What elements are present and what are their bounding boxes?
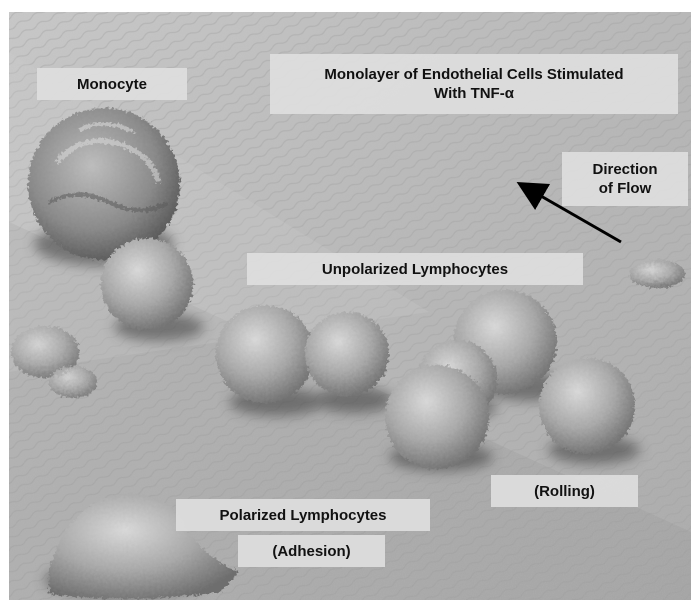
direction-label-line1: Direction [592,161,658,178]
surface-cell-fragment [629,260,685,288]
polarized-lymphocytes-label: Polarized Lymphocytes [176,499,430,531]
lymphocyte-cell [101,238,193,330]
rolling-label-text: (Rolling) [534,482,595,500]
lymphocyte-cell [385,365,489,469]
monocyte-cell [28,108,180,260]
adhesion-label: (Adhesion) [238,535,385,567]
surface-cell-fragment [11,326,79,378]
lymphocyte-cell [305,312,389,396]
surface-cell-fragment [49,366,97,398]
rolling-label: (Rolling) [491,475,638,507]
direction-of-flow-label: Direction of Flow [562,152,688,206]
monocyte-label-text: Monocyte [76,75,147,93]
monolayer-label-line2: With TNF-α [434,85,514,102]
lymphocyte-cells [101,238,635,469]
monolayer-label-line1: Monolayer of Endothelial Cells Stimulate… [324,66,624,83]
unpolarized-label-text: Unpolarized Lymphocytes [321,260,509,278]
flow-direction-arrow [516,182,622,244]
monocyte-label: Monocyte [37,68,187,100]
monolayer-label: Monolayer of Endothelial Cells Stimulate… [270,54,678,114]
adhesion-label-text: (Adhesion) [272,542,351,560]
polarized-label-text: Polarized Lymphocytes [219,506,387,524]
lymphocyte-cell [216,305,314,403]
polarized-lymphocyte-cell [49,493,239,599]
unpolarized-lymphocytes-label: Unpolarized Lymphocytes [247,253,583,285]
lymphocyte-cell [539,358,635,454]
direction-label-line2: of Flow [598,180,652,197]
